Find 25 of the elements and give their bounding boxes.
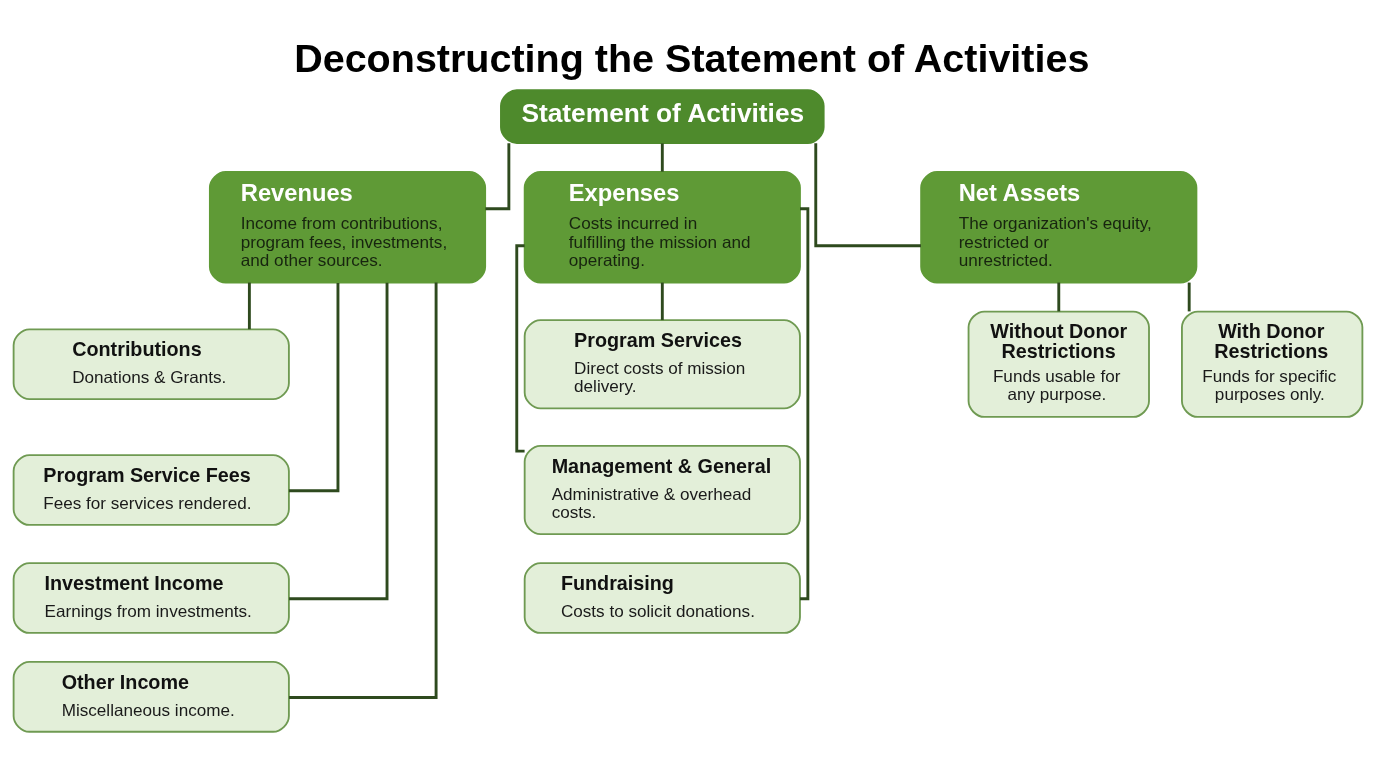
node-box: Investment Income Earnings from investments.	[12, 562, 290, 634]
connector	[289, 282, 389, 601]
node-box: With Donor Restrictions Funds for specific purposes only.	[1181, 310, 1364, 418]
node-box: Program Service Fees Fees for services rendered.	[12, 454, 290, 526]
connector	[288, 283, 340, 493]
connector	[1187, 282, 1191, 312]
node-box: Revenues Income from contributions, program fees, investments, and other sources.	[208, 171, 487, 284]
connector	[660, 143, 664, 172]
node-box: Statement of Activities	[500, 89, 825, 144]
connector	[660, 282, 664, 321]
node-box: Without Donor Restrictions Funds usable for any purpose.	[967, 310, 1150, 418]
node-box: Contributions Donations & Grants.	[12, 328, 290, 401]
connector	[814, 143, 921, 248]
node-box: Management & General Administrative & overhead costs.	[523, 445, 801, 536]
connector	[515, 244, 525, 453]
node-box: Expenses Costs incurred in fulfilling the mission and operating.	[523, 171, 801, 284]
node-box: Fundraising Costs to solicit donations.	[523, 562, 801, 634]
connector	[800, 207, 810, 601]
node-box: Net Assets The organization's equity, restricted or unrestricted.	[920, 171, 1198, 284]
diagram-title: Deconstructing the Statement of Activities	[294, 35, 1090, 80]
connector	[1057, 282, 1061, 312]
connector	[247, 282, 251, 330]
node-box: Other Income Miscellaneous income.	[12, 661, 290, 733]
node-box: Program Services Direct costs of mission delivery.	[523, 319, 801, 410]
connector	[289, 282, 438, 699]
